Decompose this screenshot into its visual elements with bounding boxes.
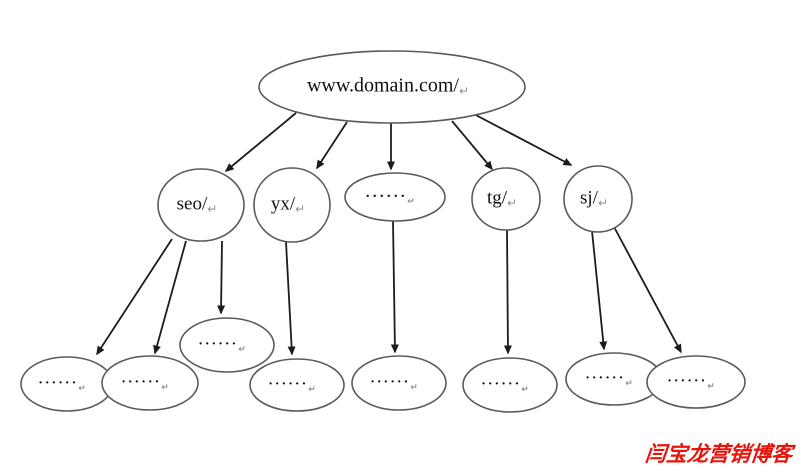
edge-root-to-sj [469,111,573,166]
node-child-b-label: ······↵ [121,375,171,392]
node-l2-dots-ellipse [344,172,446,222]
edge-l2-dots-to-child-e [390,220,399,354]
node-child-h-ellipse [646,355,746,409]
return-symbol: ↵ [207,202,217,216]
edge-seo-to-child-c [217,240,226,315]
node-root: www.domain.com/↵ [258,50,526,124]
node-child-a: ······↵ [20,356,114,412]
node-child-f-ellipse [462,357,558,413]
return-symbol: ↵ [308,385,318,395]
edge-tg-to-child-f [503,229,512,355]
return-symbol: ↵ [598,196,608,210]
node-child-e-label: ······↵ [370,375,420,392]
node-l2-dots: ······↵ [344,172,446,222]
return-symbol: ↵ [459,84,469,98]
node-child-c-label: ······↵ [198,337,248,354]
node-child-e: ······↵ [351,355,447,411]
node-child-d-label: ······↵ [268,377,318,394]
node-seo-label: seo/↵ [177,193,218,215]
return-symbol: ↵ [625,379,635,389]
edge-sj-to-child-g [591,230,608,351]
node-l2-dots-label: ······↵ [365,188,417,206]
node-child-f: ······↵ [462,357,558,413]
node-child-h-label: ······↵ [667,374,717,391]
return-symbol: ↵ [78,384,88,394]
node-tg: tg/↵ [471,167,541,231]
edge-root-to-seo [224,112,297,172]
node-child-a-label: ······↵ [38,376,88,393]
node-child-c: ······↵ [179,317,275,373]
node-child-b-ellipse [101,355,199,411]
watermark-text: 闫宝龙营销博客 [644,442,796,466]
node-tg-ellipse [471,167,541,231]
return-symbol: ↵ [295,202,305,216]
edge-root-to-yx [316,121,348,170]
node-child-g-label: ······↵ [585,371,635,388]
edge-yx-to-child-d [285,241,296,356]
node-child-c-ellipse [179,317,275,373]
node-yx-ellipse [253,167,331,243]
return-symbol: ↵ [161,383,171,393]
node-child-d-ellipse [249,358,345,412]
node-child-d: ······↵ [249,358,345,412]
node-child-g: ······↵ [565,352,663,406]
return-symbol: ↵ [410,383,420,393]
node-yx: yx/↵ [253,167,331,243]
node-child-e-ellipse [351,355,447,411]
node-seo: seo/↵ [157,168,245,242]
edge-seo-to-child-a [96,238,173,356]
node-child-f-label: ······↵ [481,377,531,394]
node-root-label: www.domain.com/↵ [307,75,469,98]
node-root-ellipse [258,50,526,124]
return-symbol: ↵ [707,382,717,392]
return-symbol: ↵ [238,345,248,355]
node-child-h: ······↵ [646,355,746,409]
edge-seo-to-child-b [153,240,187,355]
node-sj: sj/↵ [563,165,633,233]
edge-root-to-tg [451,120,493,171]
return-symbol: ↵ [521,385,531,395]
edge-sj-to-child-h [612,224,682,354]
return-symbol: ↵ [407,197,417,207]
return-symbol: ↵ [507,196,517,210]
node-child-b: ······↵ [101,355,199,411]
node-sj-ellipse [563,165,633,233]
node-seo-ellipse [157,168,245,242]
